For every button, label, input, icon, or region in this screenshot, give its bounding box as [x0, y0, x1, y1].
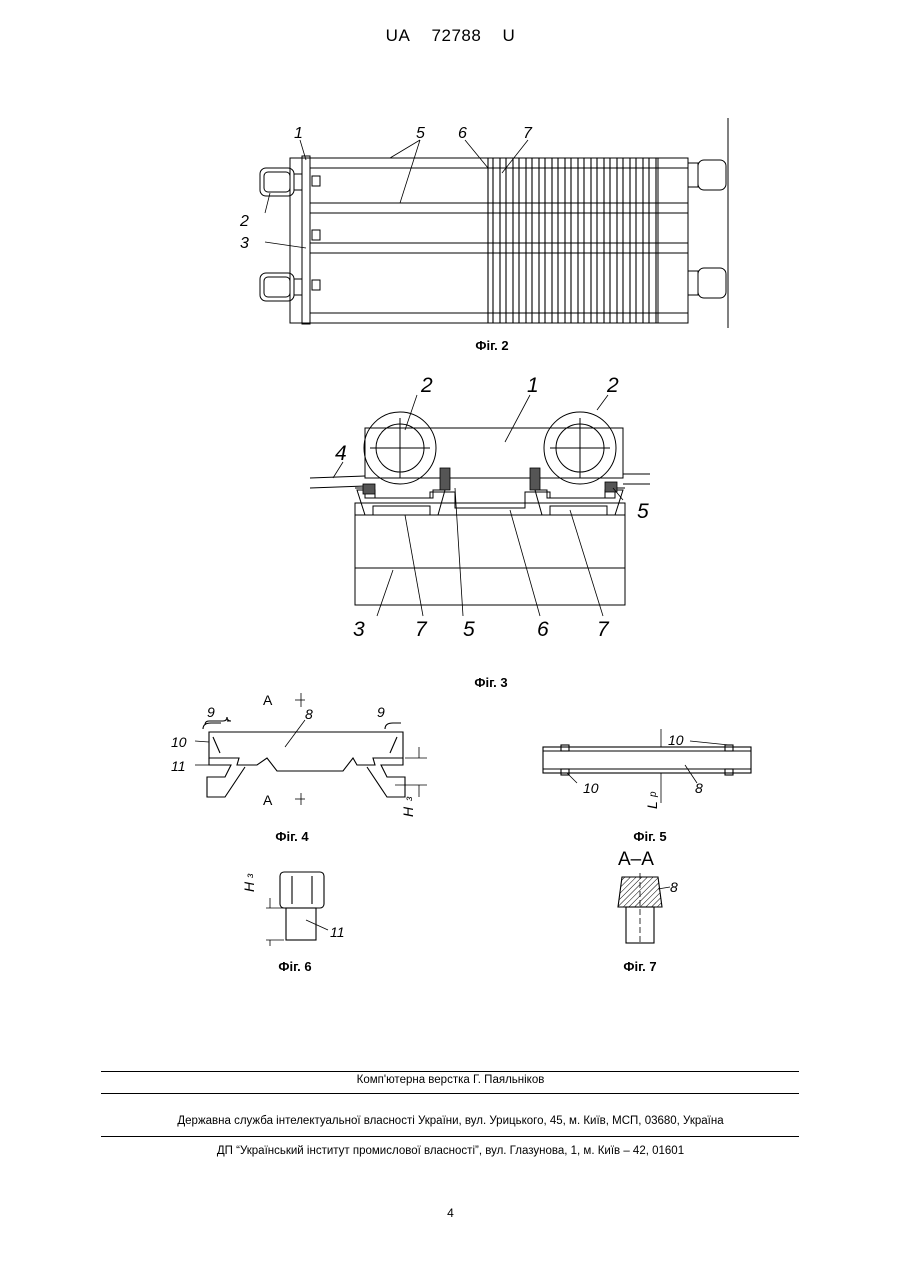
- fig3-label-7-left: 7: [415, 618, 428, 641]
- fig6-label-11: 11: [330, 924, 345, 940]
- fig2-grate-bars: [488, 158, 656, 323]
- figure-6-drawing: H з 11: [240, 862, 370, 947]
- page-number: 4: [0, 1206, 901, 1220]
- fig2-label-5: 5: [416, 125, 425, 142]
- fig4-label-A-top: A: [263, 692, 273, 708]
- fig4-label-H-subscript: з: [404, 796, 415, 802]
- fig7-label-8: 8: [670, 879, 678, 895]
- fig3-label-2-right: 2: [606, 374, 619, 397]
- fig3-label-4: 4: [335, 442, 347, 465]
- patent-country-code: UA: [386, 26, 411, 46]
- fig2-right-frame: [658, 158, 688, 323]
- fig3-label-2-left: 2: [420, 374, 433, 397]
- fig3-label-3: 3: [353, 618, 365, 641]
- figure-3-drawing: 2 1 2 4 5 3 7 5 6 7: [305, 370, 655, 650]
- fig3-wheel-left: [364, 412, 436, 484]
- figure-5-drawing: 10 10 L p 8: [535, 725, 765, 815]
- fig2-label-1: 1: [294, 125, 303, 142]
- figure-6-caption: Фіг. 6: [235, 959, 355, 974]
- figure-2-drawing: 1 5 6 7 2 3: [240, 118, 740, 333]
- fig5-label-L-subscript: p: [648, 791, 659, 798]
- footer-office-address: Державна служба інтелектуальної власност…: [0, 1115, 901, 1127]
- fig5-label-8: 8: [695, 780, 703, 796]
- fig2-right-hub-bottom: [688, 268, 726, 298]
- fig3-housing: [365, 428, 623, 478]
- fig6-grate-bar-head: [280, 872, 324, 908]
- fig5-label-10-bottom: 10: [583, 780, 599, 796]
- fig4-label-H: H: [400, 806, 416, 817]
- fig2-label-2: 2: [239, 213, 249, 230]
- fig6-label-H-subscript: з: [245, 873, 256, 879]
- fig4-label-8: 8: [305, 706, 313, 722]
- fig6-grate-bar-leg: [286, 908, 316, 940]
- footer-divider-top: [101, 1071, 799, 1072]
- fig2-left-hub-top: [260, 168, 302, 196]
- figure-4-drawing: A 9 8 9 10 11 A H з: [165, 685, 455, 825]
- fig3-label-5: 5: [463, 618, 475, 641]
- fig5-label-10-top: 10: [668, 732, 684, 748]
- fig2-body: [310, 158, 688, 323]
- fig2-label-3: 3: [240, 235, 249, 252]
- fig3-label-6: 6: [537, 618, 549, 641]
- figure-7-drawing: A–A 8: [600, 845, 710, 950]
- fig3-label-7-right: 7: [597, 618, 610, 641]
- footer-divider-bottom: [101, 1136, 799, 1137]
- fig4-label-11: 11: [171, 758, 186, 774]
- footer-typesetter: Комп'ютерна верстка Г. Паяльніков: [0, 1074, 901, 1086]
- fig2-label-6: 6: [458, 125, 467, 142]
- fig3-label-1: 1: [527, 374, 539, 397]
- fig3-rail: [310, 474, 650, 488]
- fig2-label-7: 7: [523, 125, 533, 142]
- figure-4-caption: Фіг. 4: [232, 829, 352, 844]
- figure-7-caption: Фіг. 7: [580, 959, 700, 974]
- fig4-grate-bar-body: [209, 732, 403, 771]
- patent-header: UA 72788 U: [0, 26, 901, 46]
- fig6-label-H: H: [241, 881, 257, 892]
- patent-number: 72788: [432, 26, 482, 46]
- figure-2-caption: Фіг. 2: [432, 338, 552, 353]
- fig7-section-label: A–A: [618, 849, 654, 870]
- fig4-label-9-left: 9: [207, 704, 215, 720]
- fig3-carriage: [355, 503, 625, 605]
- fig4-label-A-bottom: A: [263, 792, 273, 808]
- fig3-label-5-right: 5: [637, 500, 649, 523]
- footer-institute-address: ДП “Український інститут промислової вла…: [0, 1145, 901, 1157]
- patent-kind: U: [503, 26, 516, 46]
- fig4-label-10: 10: [171, 734, 187, 750]
- fig5-label-L: L: [644, 801, 660, 809]
- fig4-label-9-right: 9: [377, 704, 385, 720]
- footer-divider-mid: [101, 1093, 799, 1094]
- fig2-right-hub-top: [688, 160, 726, 190]
- fig2-left-hub-bottom: [260, 273, 302, 301]
- figure-5-caption: Фіг. 5: [590, 829, 710, 844]
- fig3-wheel-right: [544, 412, 616, 484]
